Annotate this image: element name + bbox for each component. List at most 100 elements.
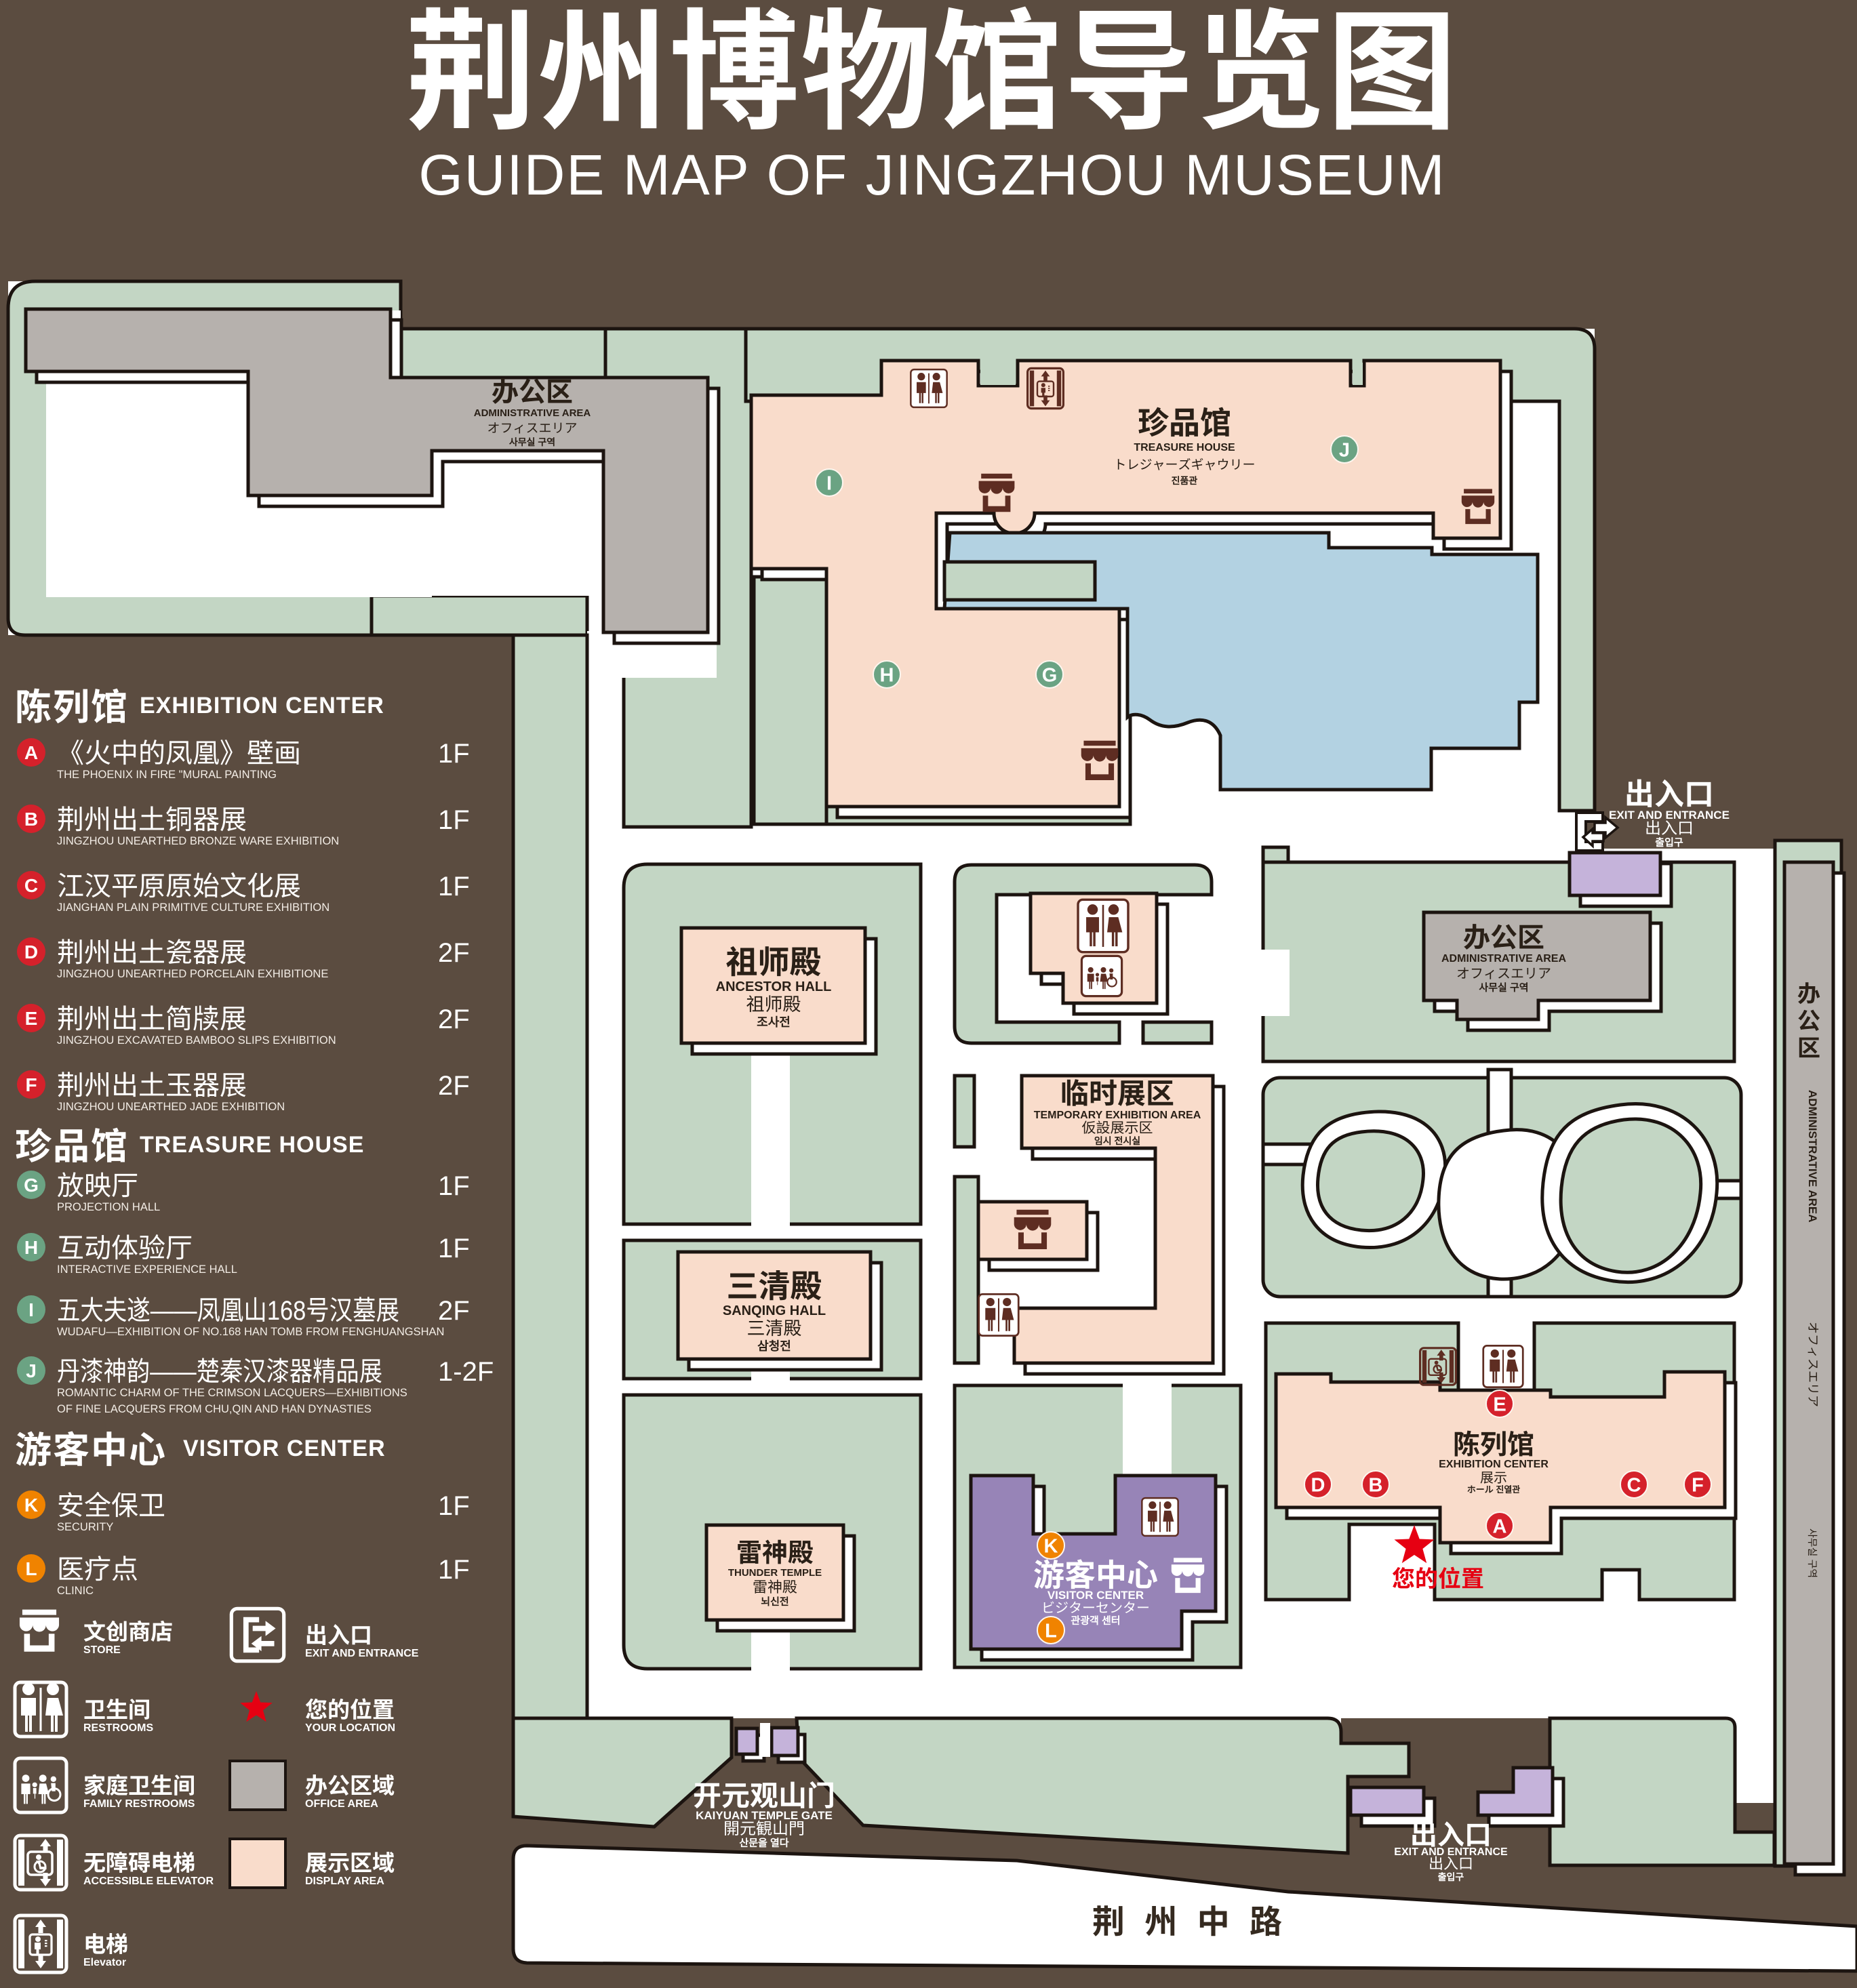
svg-text:ADMINISTRATIVE AREA: ADMINISTRATIVE AREA bbox=[1806, 1090, 1819, 1223]
svg-text:出入口: 出入口 bbox=[305, 1617, 372, 1650]
svg-text:您的位置: 您的位置 bbox=[305, 1692, 395, 1724]
svg-text:SANQING HALL: SANQING HALL bbox=[723, 1303, 826, 1318]
svg-text:出入口: 出入口 bbox=[1624, 770, 1714, 813]
svg-text:YOUR LOCATION: YOUR LOCATION bbox=[305, 1722, 395, 1734]
svg-text:KAIYUAN TEMPLE GATE: KAIYUAN TEMPLE GATE bbox=[696, 1809, 833, 1822]
svg-text:2F: 2F bbox=[438, 1296, 470, 1326]
svg-text:荆州出土玉器展: 荆州出土玉器展 bbox=[57, 1063, 247, 1103]
svg-text:ホール 진열관: ホール 진열관 bbox=[1467, 1482, 1521, 1495]
svg-text:ADMINISTRATIVE AREA: ADMINISTRATIVE AREA bbox=[474, 407, 591, 419]
svg-text:THUNDER TEMPLE: THUNDER TEMPLE bbox=[728, 1567, 822, 1579]
svg-text:陈列馆: 陈列馆 bbox=[15, 677, 129, 731]
svg-text:L: L bbox=[1045, 1620, 1057, 1642]
svg-text:祖师殿: 祖师殿 bbox=[726, 936, 822, 983]
svg-text:WUDAFU—EXHIBITION OF NO.168 HA: WUDAFU—EXHIBITION OF NO.168 HAN TOMB FRO… bbox=[57, 1326, 444, 1338]
svg-text:EXIT AND ENTRANCE: EXIT AND ENTRANCE bbox=[1609, 809, 1730, 821]
svg-text:展示区域: 展示区域 bbox=[305, 1845, 395, 1878]
svg-text:ビジターセンター: ビジターセンター bbox=[1041, 1597, 1150, 1617]
svg-text:J: J bbox=[1339, 439, 1350, 461]
svg-text:オフィスエリア: オフィスエリア bbox=[1456, 962, 1551, 982]
svg-text:祖师殿: 祖师殿 bbox=[746, 990, 801, 1016]
svg-text:ADMINISTRATIVE AREA: ADMINISTRATIVE AREA bbox=[1441, 953, 1566, 965]
svg-text:I: I bbox=[826, 472, 832, 494]
svg-text:办公区域: 办公区域 bbox=[305, 1768, 395, 1800]
svg-text:无障碍电梯: 无障碍电梯 bbox=[83, 1845, 195, 1878]
svg-text:荆州出土简牍展: 荆州出土简牍展 bbox=[57, 997, 247, 1036]
svg-text:开元观山门: 开元观山门 bbox=[693, 1773, 835, 1814]
svg-text:H: H bbox=[24, 1237, 38, 1258]
svg-text:珍品馆: 珍品馆 bbox=[15, 1116, 129, 1170]
svg-text:TREASURE HOUSE: TREASURE HOUSE bbox=[1134, 442, 1235, 453]
svg-text:L: L bbox=[25, 1558, 37, 1579]
svg-text:TREASURE HOUSE: TREASURE HOUSE bbox=[140, 1132, 364, 1158]
svg-text:G: G bbox=[1042, 664, 1058, 686]
svg-text:EXHIBITION CENTER: EXHIBITION CENTER bbox=[140, 693, 384, 718]
svg-text:조사전: 조사전 bbox=[757, 1013, 791, 1030]
svg-text:陈列馆: 陈列馆 bbox=[1453, 1423, 1534, 1462]
svg-text:K: K bbox=[24, 1495, 38, 1516]
svg-text:사무실 구역: 사무실 구역 bbox=[509, 435, 555, 449]
svg-text:EXIT AND ENTRANCE: EXIT AND ENTRANCE bbox=[1394, 1846, 1508, 1858]
svg-text:电梯: 电梯 bbox=[83, 1926, 128, 1959]
svg-text:OFFICE AREA: OFFICE AREA bbox=[305, 1798, 378, 1810]
svg-text:トレジャーズギャウリー: トレジャーズギャウリー bbox=[1113, 455, 1255, 473]
svg-text:진품관: 진품관 bbox=[1172, 474, 1198, 487]
svg-text:GUIDE MAP OF JINGZHOU MUSEUM: GUIDE MAP OF JINGZHOU MUSEUM bbox=[418, 143, 1445, 207]
svg-text:荆州出土瓷器展: 荆州出土瓷器展 bbox=[57, 931, 247, 970]
svg-text:办公区: 办公区 bbox=[492, 370, 573, 409]
svg-text:オフィスエリア: オフィスエリア bbox=[1805, 1322, 1822, 1407]
svg-text:家庭卫生间: 家庭卫生间 bbox=[83, 1768, 195, 1800]
svg-text:三清殿: 三清殿 bbox=[747, 1314, 802, 1340]
svg-text:D: D bbox=[1311, 1474, 1325, 1496]
svg-text:開元観山門: 開元観山門 bbox=[723, 1815, 805, 1839]
svg-text:임시 전시실: 임시 전시실 bbox=[1094, 1134, 1140, 1148]
svg-text:雷神殿: 雷神殿 bbox=[736, 1532, 814, 1569]
svg-text:1F: 1F bbox=[438, 872, 470, 901]
svg-text:I: I bbox=[28, 1299, 34, 1320]
svg-text:卫生间: 卫生间 bbox=[83, 1692, 151, 1724]
svg-text:荆 州 中 路: 荆 州 中 路 bbox=[1092, 1895, 1287, 1943]
svg-text:출입구: 출입구 bbox=[1438, 1870, 1464, 1884]
svg-text:K: K bbox=[1044, 1535, 1058, 1557]
svg-text:出入口: 出入口 bbox=[1410, 1813, 1492, 1852]
svg-text:E: E bbox=[25, 1008, 38, 1029]
svg-text:1F: 1F bbox=[438, 805, 470, 835]
svg-text:展示: 展示 bbox=[1480, 1467, 1507, 1486]
svg-text:C: C bbox=[1627, 1474, 1641, 1496]
svg-text:荆州博物馆导览图: 荆州博物馆导览图 bbox=[406, 0, 1458, 156]
svg-text:산문을 열다: 산문을 열다 bbox=[739, 1835, 788, 1850]
svg-text:J: J bbox=[26, 1360, 37, 1381]
svg-text:2F: 2F bbox=[438, 1005, 470, 1034]
svg-text:출입구: 출입구 bbox=[1655, 835, 1683, 849]
svg-text:JINGZHOU UNEARTHED BRONZE WARE: JINGZHOU UNEARTHED BRONZE WARE EXHIBITIO… bbox=[57, 835, 339, 847]
svg-text:FAMILY RESTROOMS: FAMILY RESTROOMS bbox=[83, 1798, 195, 1810]
svg-text:您的位置: 您的位置 bbox=[1392, 1560, 1484, 1594]
svg-text:ACCESSIBLE ELEVATOR: ACCESSIBLE ELEVATOR bbox=[83, 1875, 214, 1887]
svg-text:1-2F: 1-2F bbox=[438, 1357, 494, 1387]
svg-text:F: F bbox=[25, 1074, 37, 1095]
svg-text:DISPLAY AREA: DISPLAY AREA bbox=[305, 1875, 384, 1887]
svg-text:1F: 1F bbox=[438, 1171, 470, 1201]
svg-text:Elevator: Elevator bbox=[83, 1957, 126, 1968]
svg-text:互动体验厅: 互动体验厅 bbox=[57, 1226, 193, 1265]
svg-text:관광객 센터: 관광객 센터 bbox=[1071, 1613, 1120, 1627]
svg-text:뇌신전: 뇌신전 bbox=[761, 1594, 788, 1608]
svg-text:RESTROOMS: RESTROOMS bbox=[83, 1722, 153, 1734]
svg-text:珍品馆: 珍品馆 bbox=[1138, 399, 1231, 443]
svg-text:E: E bbox=[1493, 1394, 1506, 1415]
svg-text:オフィスエリア: オフィスエリア bbox=[487, 418, 577, 437]
svg-text:游客中心: 游客中心 bbox=[15, 1420, 167, 1474]
svg-text:C: C bbox=[24, 875, 38, 896]
svg-text:JINGZHOU EXCAVATED BAMBOO SLIP: JINGZHOU EXCAVATED BAMBOO SLIPS EXHIBITI… bbox=[57, 1034, 336, 1047]
svg-text:文创商店: 文创商店 bbox=[83, 1614, 173, 1646]
svg-text:D: D bbox=[24, 941, 38, 962]
svg-text:2F: 2F bbox=[438, 1071, 470, 1101]
svg-text:安全保卫: 安全保卫 bbox=[57, 1484, 165, 1523]
svg-text:B: B bbox=[1369, 1474, 1383, 1496]
svg-text:ANCESTOR HALL: ANCESTOR HALL bbox=[716, 979, 832, 994]
svg-text:STORE: STORE bbox=[83, 1644, 121, 1656]
svg-text:办公区: 办公区 bbox=[1463, 916, 1544, 955]
svg-text:EXIT AND ENTRANCE: EXIT AND ENTRANCE bbox=[305, 1648, 419, 1659]
svg-text:雷神殿: 雷神殿 bbox=[753, 1575, 797, 1597]
svg-text:办: 办 bbox=[1797, 975, 1820, 1009]
